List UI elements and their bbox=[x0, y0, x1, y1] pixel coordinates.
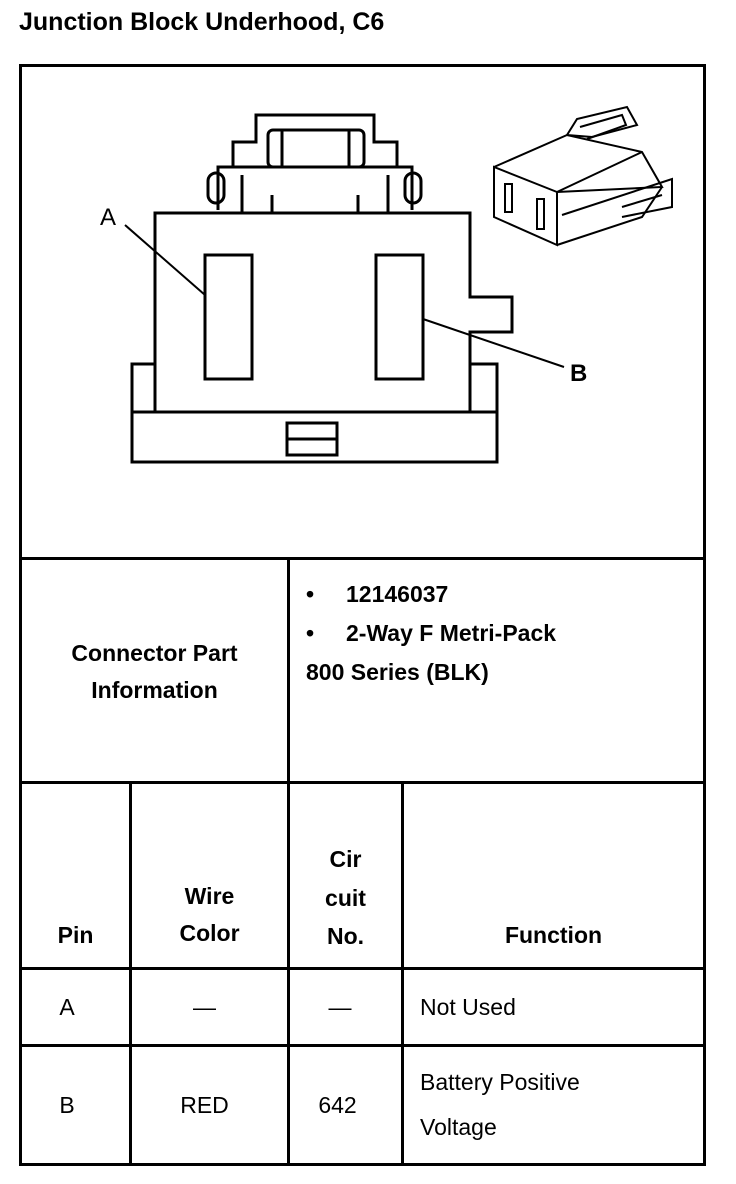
row-a-pin: A bbox=[59, 994, 75, 1020]
row-b-pin: B bbox=[59, 1092, 75, 1118]
header-pin: Pin bbox=[22, 917, 129, 954]
header-function-label: Function bbox=[504, 922, 603, 948]
divider-connector-info bbox=[19, 781, 706, 784]
divider-diagram bbox=[19, 557, 706, 560]
row-b-function: Battery Positive Voltage bbox=[420, 1060, 580, 1150]
page-title: Junction Block Underhood, C6 bbox=[19, 8, 385, 36]
row-b-function-line1: Battery Positive bbox=[420, 1069, 580, 1095]
frame-right-border bbox=[703, 64, 706, 1166]
pin-label-b: B bbox=[570, 360, 587, 387]
divider-info-col bbox=[287, 557, 290, 784]
row-a-wire: — bbox=[193, 994, 216, 1020]
row-a-function: Not Used bbox=[420, 994, 516, 1020]
header-circuit-line1: Cir bbox=[329, 846, 362, 872]
header-wire-line1: Wire bbox=[184, 883, 235, 909]
row-a-circuit: — bbox=[328, 994, 352, 1020]
header-circuit-line3: No. bbox=[326, 923, 365, 949]
divider-circuit-col bbox=[401, 781, 404, 1166]
row-b-wire: RED bbox=[180, 1092, 229, 1118]
connector-series: 800 Series (BLK) bbox=[306, 659, 489, 685]
row-b-circuit: 642 bbox=[318, 1092, 357, 1118]
divider-pin-col bbox=[129, 781, 132, 1166]
header-wire-line2: Color bbox=[179, 920, 240, 946]
connector-diagram: A B bbox=[100, 105, 673, 464]
pin-label-a: A bbox=[100, 204, 116, 231]
connector-info-list: • 12146037 • 2-Way F Metri-Pack 800 Seri… bbox=[306, 575, 556, 692]
divider-row-a bbox=[19, 1044, 706, 1047]
header-circuit-line2: cuit bbox=[325, 884, 366, 911]
header-wire-color: Wire Color bbox=[132, 878, 287, 952]
connector-3d-view bbox=[493, 105, 673, 247]
connector-info-item: • 2-Way F Metri-Pack bbox=[306, 614, 556, 653]
divider-wire-col bbox=[287, 781, 290, 1166]
header-function: Function bbox=[404, 917, 703, 954]
header-circuit: Cir cuit No. bbox=[290, 840, 401, 956]
header-pin-label: Pin bbox=[57, 922, 94, 948]
divider-table-header bbox=[19, 967, 706, 970]
connector-type: 2-Way F Metri-Pack bbox=[346, 620, 557, 646]
bullet-icon: • bbox=[306, 581, 315, 607]
part-number: 12146037 bbox=[346, 581, 449, 607]
connector-frame bbox=[19, 64, 705, 1166]
connector-info-heading-line1: Connector Part bbox=[71, 640, 238, 666]
bullet-icon: • bbox=[306, 620, 315, 646]
row-b-function-line2: Voltage bbox=[420, 1114, 497, 1140]
connector-info-heading: Connector Part Information bbox=[22, 635, 287, 709]
connector-info-heading-line2: Information bbox=[91, 677, 218, 703]
connector-info-item: • 12146037 bbox=[306, 575, 556, 614]
